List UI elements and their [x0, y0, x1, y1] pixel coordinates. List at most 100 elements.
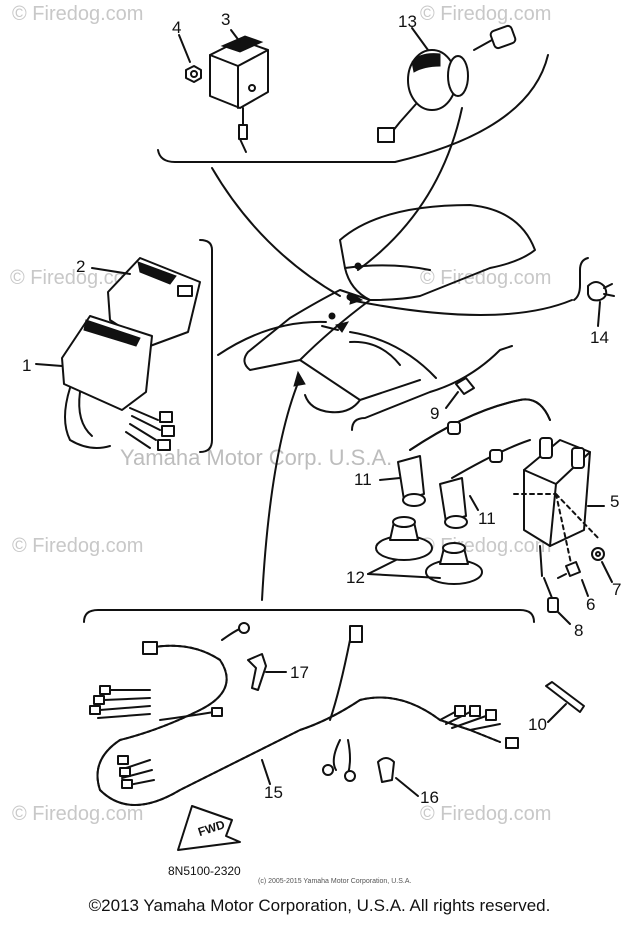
part-17-clamp — [247, 653, 287, 691]
coil-tower — [539, 437, 553, 459]
line-top-to-frame — [211, 167, 341, 297]
cdi-cable — [78, 391, 93, 437]
callout-14: 14 — [590, 328, 609, 347]
part-10-band — [545, 681, 585, 723]
callout-11b: 11 — [478, 509, 496, 528]
arrow-head — [293, 370, 306, 387]
lead-connector — [117, 755, 129, 765]
lead-connector — [121, 779, 133, 789]
callout-16: 16 — [420, 788, 439, 807]
boot-top — [442, 542, 466, 554]
coil-ground-wire — [539, 545, 543, 577]
clip-arms — [603, 283, 615, 297]
terminal-8-icon — [547, 597, 559, 613]
footer-copyright: ©2013 Yamaha Motor Corporation, U.S.A. A… — [88, 896, 551, 915]
switch-shade — [411, 53, 441, 73]
part-3-relay — [209, 29, 269, 153]
callout-9: 9 — [430, 404, 439, 423]
callout-17: 17 — [290, 663, 309, 682]
callout-4: 4 — [172, 18, 181, 37]
top-bracket — [157, 54, 549, 163]
lead-connector — [93, 695, 105, 705]
watermark-text: © Firedog.com — [10, 267, 141, 289]
callout-1: 1 — [22, 356, 31, 375]
frame-upper — [243, 289, 371, 371]
leader-line — [601, 561, 613, 583]
washer-7-icon — [591, 547, 605, 561]
watermark-group: © Firedog.com © Firedog.com © Firedog.co… — [10, 3, 551, 825]
bolt-6-shank — [557, 573, 567, 579]
bracket-line — [199, 239, 213, 453]
callout-6: 6 — [586, 595, 595, 614]
bracket-line — [573, 257, 589, 301]
callout-3: 3 — [221, 10, 230, 29]
leader-line — [469, 495, 479, 511]
plug-cap-end — [402, 493, 426, 507]
cdi-connector — [159, 411, 173, 423]
leader-line — [547, 703, 567, 723]
leader-line — [379, 477, 401, 481]
cover-shade — [137, 261, 177, 285]
boot-top — [392, 516, 416, 528]
harness-leads — [439, 711, 501, 731]
relay-pin — [239, 138, 247, 153]
part-11-plug-caps — [379, 398, 551, 529]
nut-hole — [190, 70, 198, 78]
callout-2: 2 — [76, 257, 85, 276]
watermark-text: © Firedog.com — [12, 535, 143, 557]
switch-face — [447, 55, 469, 97]
leader-line — [261, 759, 271, 785]
harness-wire — [159, 711, 215, 721]
part-14-clip — [573, 257, 615, 327]
harness-leads — [97, 689, 151, 719]
arrow-head — [349, 293, 364, 305]
watermark-text: © Firedog.com — [420, 803, 551, 825]
line-coil-to-frame — [349, 331, 437, 379]
harness-connector — [349, 625, 363, 643]
bracket-line — [83, 609, 535, 623]
lead-connector — [211, 707, 223, 717]
cap-icon — [455, 377, 475, 395]
small-copyright: (c) 2005-2015 Yamaha Motor Corporation, … — [258, 878, 411, 885]
fwd-arrow-icon — [177, 805, 241, 851]
clamp-icon — [247, 653, 267, 691]
frame-foot — [304, 394, 361, 414]
harness-bracket — [83, 609, 535, 623]
harness-connector — [142, 641, 158, 655]
bracket-line — [157, 54, 549, 163]
plug-cap — [397, 455, 425, 501]
cdi-shade — [83, 319, 141, 347]
part-15-wire-harness — [89, 622, 519, 806]
terminal-8-wire — [543, 577, 553, 599]
lead-connector — [99, 685, 111, 695]
coil-dashed-lines — [513, 493, 601, 569]
watermark-text: © Firedog.com — [420, 535, 551, 557]
bracket-line — [351, 345, 513, 431]
leader-line — [230, 29, 241, 43]
fwd-arrow: FWD — [177, 805, 241, 851]
frame-seat-outline — [243, 204, 536, 414]
mount-bracket — [321, 325, 339, 331]
callout-5: 5 — [610, 492, 619, 511]
harness-wrap — [96, 644, 501, 806]
leader-line — [445, 391, 459, 409]
part-1-cdi-unit — [35, 315, 175, 451]
watermark-text: © Firedog.com — [12, 803, 143, 825]
callout-numbers: 4 3 13 2 1 14 9 11 11 5 12 7 6 8 17 10 1… — [22, 10, 621, 807]
watermark-text: © Firedog.com — [420, 3, 551, 25]
lead-clamp — [447, 421, 461, 435]
relay-hole — [248, 84, 256, 92]
cdi-connector — [157, 439, 171, 451]
callout-7: 7 — [612, 580, 621, 599]
cdi-cable — [64, 387, 111, 449]
cdi-wires — [125, 407, 161, 449]
switch-connector — [377, 127, 395, 143]
harness-branch — [329, 639, 351, 721]
mount-point — [328, 312, 336, 320]
part-9-cap — [445, 377, 475, 409]
leader-line — [178, 34, 191, 63]
leader-line — [35, 363, 63, 367]
lead-connector — [469, 705, 481, 717]
